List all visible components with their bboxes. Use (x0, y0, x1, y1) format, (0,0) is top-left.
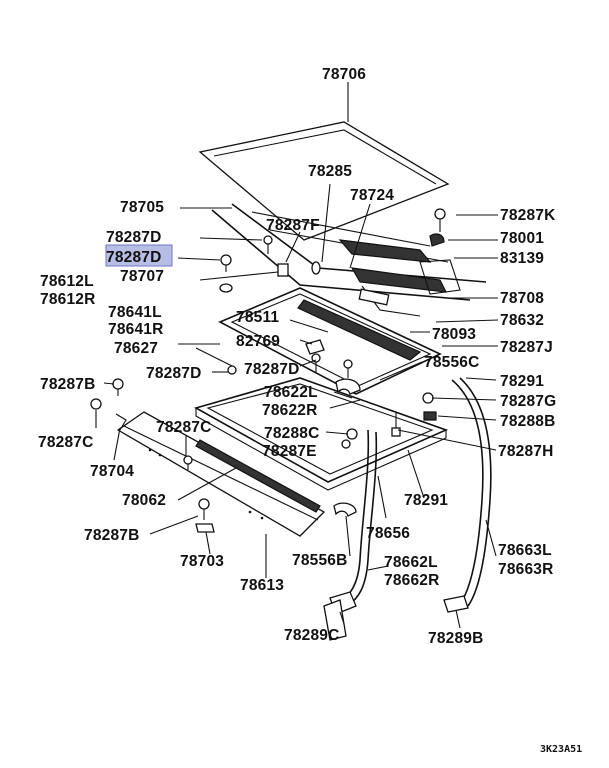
label-78556b[interactable]: 78556B (292, 552, 348, 569)
leader-lines (95, 82, 499, 629)
glass-panel-drawing (198, 121, 450, 241)
label-78641l[interactable]: 78641L (108, 304, 162, 321)
label-78703[interactable]: 78703 (180, 553, 224, 570)
label-78289b[interactable]: 78289B (428, 630, 484, 647)
label-78062[interactable]: 78062 (122, 492, 166, 509)
label-78724[interactable]: 78724 (350, 187, 394, 204)
label-78663r[interactable]: 78663R (498, 561, 554, 578)
label-78287d-left[interactable]: 78287D (146, 365, 202, 382)
sunshade-drawing (116, 411, 326, 537)
label-78287b-top[interactable]: 78287B (40, 376, 96, 393)
label-78285[interactable]: 78285 (308, 163, 352, 180)
label-78287c-left[interactable]: 78287C (38, 434, 94, 451)
drain-hoses-drawing (323, 377, 492, 641)
label-78287j[interactable]: 78287J (500, 339, 553, 356)
label-78556c[interactable]: 78556C (424, 354, 480, 371)
label-78641r[interactable]: 78641R (108, 321, 164, 338)
label-78288c[interactable]: 78288C (264, 425, 320, 442)
lower-frame-drawing (193, 377, 449, 491)
frame-drawing (211, 203, 487, 317)
highlight-box (105, 244, 173, 267)
label-78511[interactable]: 78511 (236, 309, 279, 326)
part-labels: 78706 78285 78724 78705 78287F 78287K 78… (38, 66, 556, 647)
seal-rail-drawing (218, 287, 442, 395)
label-78613[interactable]: 78613 (240, 577, 284, 594)
diagram-code: 3K23A51 (540, 744, 582, 755)
label-78612r[interactable]: 78612R (40, 291, 96, 308)
label-78287e[interactable]: 78287E (262, 443, 317, 460)
label-78288b[interactable]: 78288B (500, 413, 556, 430)
label-78287g[interactable]: 78287G (500, 393, 556, 410)
label-82769[interactable]: 82769 (236, 333, 280, 350)
label-78707[interactable]: 78707 (120, 268, 164, 285)
label-78001[interactable]: 78001 (500, 230, 544, 247)
label-78287b-bottom[interactable]: 78287B (84, 527, 140, 544)
label-78708[interactable]: 78708 (500, 290, 544, 307)
label-83139[interactable]: 83139 (500, 250, 544, 267)
label-78662r[interactable]: 78662R (384, 572, 440, 589)
label-78287d-center[interactable]: 78287D (244, 361, 300, 378)
label-78093[interactable]: 78093 (432, 326, 476, 343)
label-78287d-highlighted[interactable]: 78287D (106, 249, 162, 266)
label-78289c[interactable]: 78289C (284, 627, 340, 644)
label-78632[interactable]: 78632 (500, 312, 544, 329)
label-78287c-center[interactable]: 78287C (156, 419, 212, 436)
label-78705[interactable]: 78705 (120, 199, 164, 216)
label-78287h[interactable]: 78287H (498, 443, 554, 460)
label-78291-right[interactable]: 78291 (500, 373, 544, 390)
label-78656[interactable]: 78656 (366, 525, 410, 542)
label-78627[interactable]: 78627 (114, 340, 158, 357)
label-78287f[interactable]: 78287F (266, 217, 320, 234)
label-78622r[interactable]: 78622R (262, 402, 318, 419)
label-78663l[interactable]: 78663L (498, 542, 552, 559)
label-78704[interactable]: 78704 (90, 463, 134, 480)
label-78662l[interactable]: 78662L (384, 554, 438, 571)
label-78287k[interactable]: 78287K (500, 207, 556, 224)
label-78622l[interactable]: 78622L (264, 384, 318, 401)
label-78706[interactable]: 78706 (322, 66, 366, 83)
label-78287d-top[interactable]: 78287D (106, 229, 162, 246)
label-78291-lower[interactable]: 78291 (404, 492, 448, 509)
label-78612l[interactable]: 78612L (40, 273, 94, 290)
